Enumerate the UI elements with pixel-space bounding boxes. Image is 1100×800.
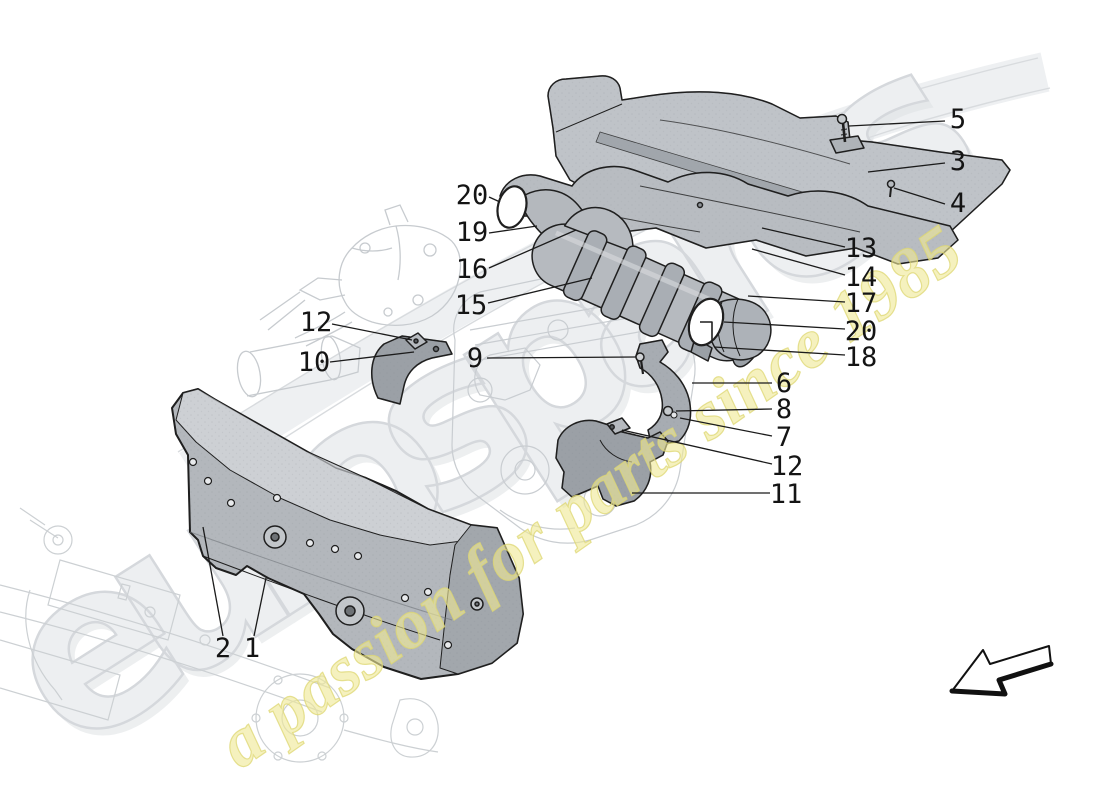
callout-leader-line <box>488 225 538 234</box>
callout-leader-line <box>893 187 946 205</box>
callout-leader-line <box>679 417 773 437</box>
callout-14: 14 <box>751 248 878 293</box>
callout-number-label: 3 <box>950 146 966 177</box>
panel-holes <box>188 457 453 650</box>
callout-leader-line <box>723 321 846 330</box>
callout-leader-line <box>675 408 773 412</box>
part-firewall-panel <box>171 388 524 680</box>
callout-number-label: 12 <box>771 451 804 482</box>
callout-number-label: 16 <box>456 254 489 285</box>
callout-3: 3 <box>867 146 966 177</box>
ghost-chassis <box>0 507 439 763</box>
part-bracket-shield <box>371 332 453 405</box>
ghost-catalyst <box>236 335 361 398</box>
callout-number-label: 4 <box>950 188 966 219</box>
callout-leader-line <box>713 346 846 356</box>
callout-leader-line <box>487 277 593 304</box>
callout-19: 19 <box>456 217 538 248</box>
callout-leader-line <box>486 356 637 359</box>
part-hook-shield <box>635 339 692 448</box>
callout-number-label: 11 <box>770 479 803 510</box>
callout-leader-line <box>253 577 267 637</box>
callout-13: 13 <box>761 227 878 264</box>
watermark-brand: eurospares eurospares <box>0 0 1019 800</box>
callout-16: 16 <box>456 229 577 285</box>
part-manifold-heat-shield <box>499 165 959 265</box>
callout-1: 1 <box>244 577 267 664</box>
callout-number-label: 5 <box>950 104 966 135</box>
callout-leader-line <box>867 162 946 173</box>
callout-number-label: 6 <box>776 368 792 399</box>
callout-6: 6 <box>692 368 792 399</box>
callout-15: 15 <box>455 277 593 321</box>
callout-number-label: 20 <box>456 180 489 211</box>
callout-9: 9 <box>467 343 637 374</box>
callout-number-label: 18 <box>845 342 878 373</box>
callout-5: 5 <box>848 104 966 135</box>
parts-group <box>171 75 1011 680</box>
callout-number-label: 19 <box>456 217 489 248</box>
callout-leader-line <box>488 196 501 203</box>
callout-number-label: 1 <box>244 633 260 664</box>
callout-leader-line <box>202 526 224 637</box>
callout-11: 11 <box>632 479 802 510</box>
callout-12: 12 <box>621 429 804 482</box>
part-catalyst-end <box>687 297 772 362</box>
screw-item5 <box>836 113 848 143</box>
callout-18: 18 <box>713 342 878 373</box>
callout-2: 2 <box>202 526 231 664</box>
callout-number-label: 8 <box>776 394 792 425</box>
callout-number-label: 10 <box>298 347 331 378</box>
callout-number-label: 15 <box>455 290 488 321</box>
callout-leader-line <box>761 227 846 248</box>
callout-17: 17 <box>747 288 878 319</box>
callout-12: 12 <box>300 307 413 341</box>
direction-arrow-icon <box>949 645 1054 697</box>
callout-number-label: 20 <box>845 316 878 347</box>
part-lower-shield <box>555 417 669 507</box>
callout-number-label: 9 <box>467 343 483 374</box>
clamp-ring-left <box>496 185 528 229</box>
callout-number-label: 2 <box>215 633 231 664</box>
callout-number-label: 14 <box>845 262 878 293</box>
callout-leader-line <box>329 351 415 363</box>
callout-10: 10 <box>298 347 415 378</box>
callout-4: 4 <box>893 187 966 219</box>
callout-leader-line <box>747 295 846 303</box>
callout-20: 20 <box>456 180 501 211</box>
callout-leader-line <box>621 429 773 465</box>
callout-leader-line <box>848 120 946 127</box>
callout-leader-line <box>331 323 413 341</box>
rivet-item7-8 <box>662 405 678 419</box>
callout-8: 8 <box>675 394 792 425</box>
callout-number-label: 12 <box>300 307 333 338</box>
callout-number-label: 13 <box>845 233 878 264</box>
callout-number-label: 17 <box>845 288 878 319</box>
callout-7: 7 <box>679 417 792 453</box>
callout-20: 20 <box>723 316 878 347</box>
callout-number-label: 7 <box>776 422 792 453</box>
rivet-item4 <box>886 179 896 198</box>
callout-leader-line <box>751 248 846 276</box>
ghost-transmission <box>259 204 462 347</box>
callout-leader-line <box>488 229 577 269</box>
panel-grommets <box>263 525 484 626</box>
